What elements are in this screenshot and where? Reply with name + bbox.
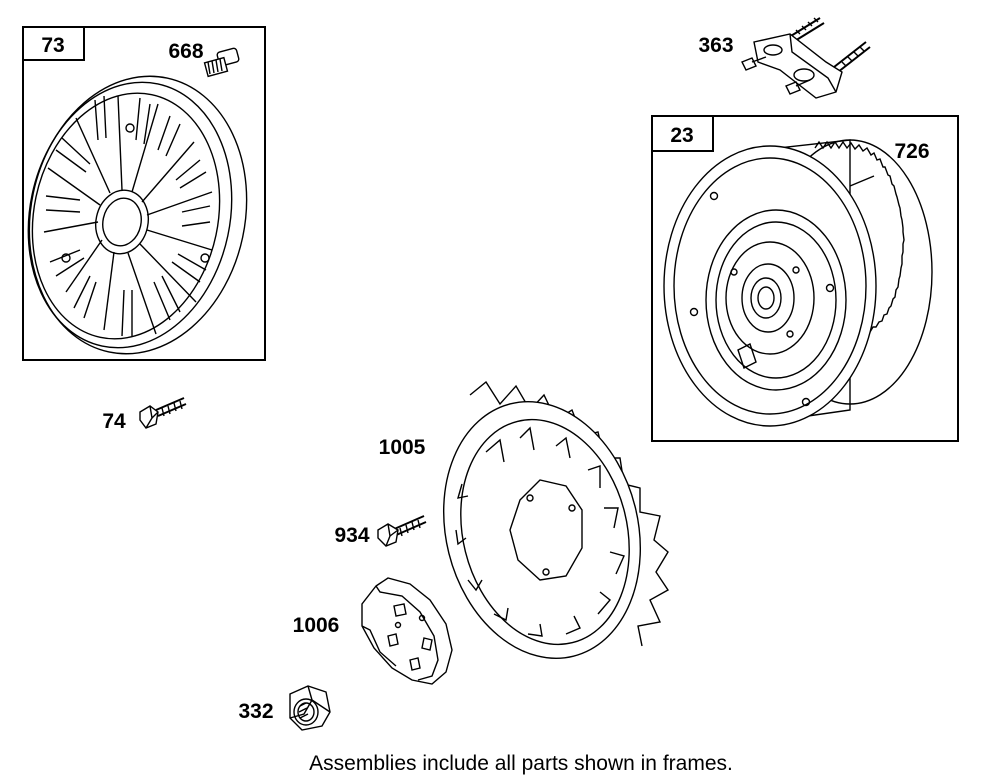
cooling-fan-part — [442, 380, 670, 659]
frame-23: 23 — [651, 115, 959, 442]
part-label-934: 934 — [334, 524, 369, 547]
part-label-332: 332 — [238, 700, 273, 723]
diagram-caption: Assemblies include all parts shown in fr… — [309, 752, 733, 775]
flywheel-part — [663, 139, 933, 427]
fan-screen-part — [27, 75, 248, 355]
part-label-1005: 1005 — [379, 436, 426, 459]
bolt-934-part — [377, 515, 427, 547]
part-label-668: 668 — [168, 40, 203, 63]
part-label-726: 726 — [894, 140, 929, 163]
part-label-73: 73 — [41, 34, 64, 57]
retainer-1006-part — [361, 577, 453, 685]
part-label-363: 363 — [698, 34, 733, 57]
part-label-1006: 1006 — [293, 614, 340, 637]
part-label-74: 74 — [102, 410, 126, 433]
frame-73: 73 — [22, 26, 266, 361]
screw-668-part — [203, 47, 240, 78]
part-label-23: 23 — [670, 124, 693, 147]
nut-332-part — [289, 685, 331, 731]
bolt-74-part — [139, 397, 187, 429]
bracket-363-part — [741, 17, 871, 99]
